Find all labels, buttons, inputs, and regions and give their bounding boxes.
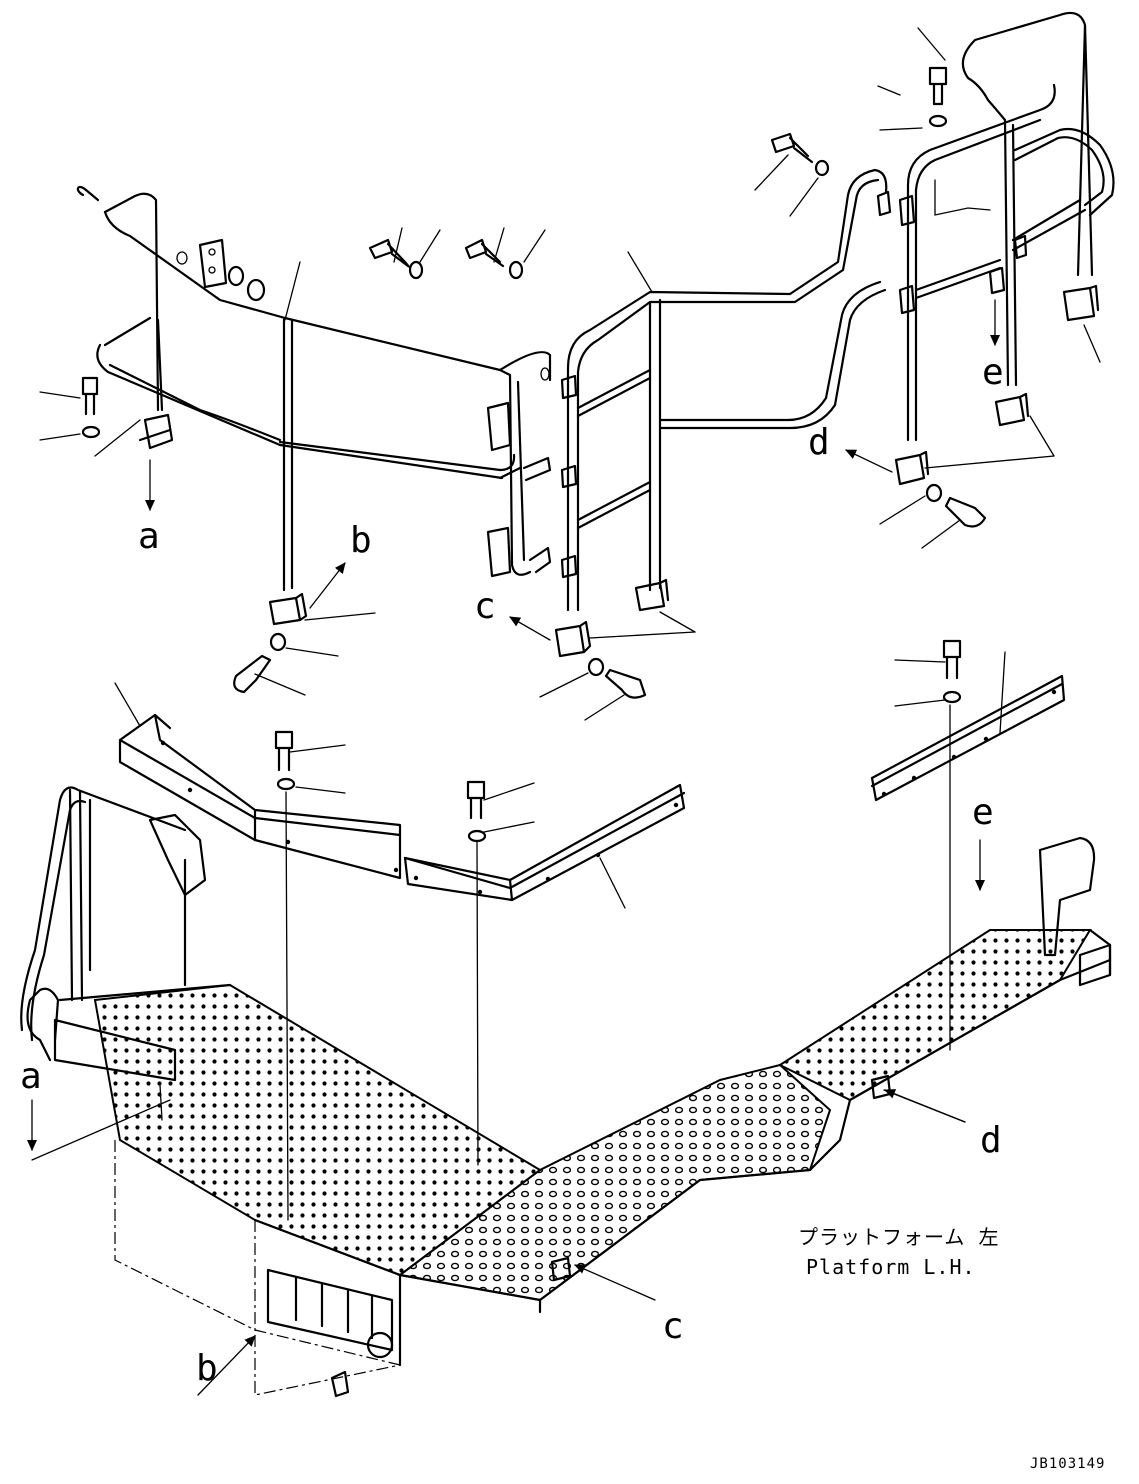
left-hinge-assembly (176, 238, 266, 302)
caption-english: Platform L.H. (806, 1255, 976, 1279)
callout-d-top: d (808, 422, 830, 463)
kick-plate-center (403, 783, 686, 902)
bolt-icon (81, 66, 987, 843)
callout-e-bottom: e (972, 792, 994, 833)
platform-body (20, 786, 1112, 1398)
right-handrail (898, 11, 1115, 442)
center-handrail (560, 168, 892, 612)
callout-c-top: c (474, 586, 496, 627)
bracket-icon (268, 284, 1100, 658)
callout-d-bottom: d (980, 1120, 1002, 1161)
center-gate-frame (486, 367, 552, 578)
drawing-code: JB103149 (1030, 1456, 1105, 1472)
callout-a-top: a (138, 516, 160, 557)
callout-b-top: b (350, 520, 372, 561)
leader-lines (39, 27, 1101, 1221)
caption-japanese: プラットフォーム 左 (798, 1225, 999, 1249)
kick-plate-right (870, 674, 1066, 802)
kick-plate-left (118, 713, 402, 880)
callout-b-bottom: b (196, 1348, 218, 1389)
callout-c-bottom: c (662, 1306, 684, 1347)
callout-e-top: e (982, 352, 1004, 393)
callout-arrows (27, 299, 1000, 1396)
callout-a-bottom: a (20, 1056, 42, 1097)
